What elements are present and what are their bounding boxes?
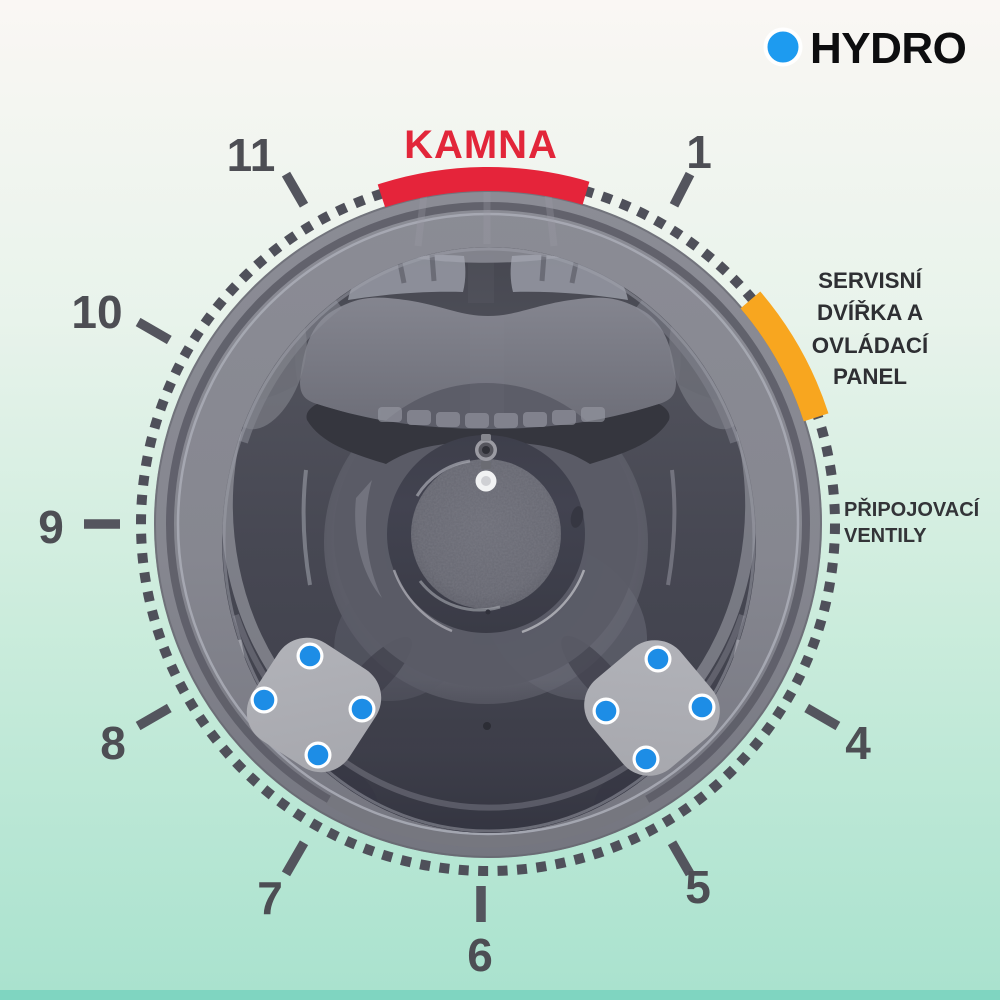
svg-text:9: 9 (38, 501, 64, 553)
svg-text:DVÍŘKA A: DVÍŘKA A (817, 300, 923, 325)
svg-text:10: 10 (71, 286, 122, 338)
svg-text:7: 7 (257, 872, 283, 924)
svg-text:OVLÁDACÍ: OVLÁDACÍ (812, 333, 929, 358)
svg-text:5: 5 (685, 861, 711, 913)
svg-text:VENTILY: VENTILY (844, 525, 927, 547)
svg-text:6: 6 (467, 929, 493, 981)
svg-text:PANEL: PANEL (833, 364, 907, 389)
svg-text:PŘIPOJOVACÍ: PŘIPOJOVACÍ (844, 497, 980, 521)
svg-text:KAMNA: KAMNA (404, 123, 558, 167)
svg-text:4: 4 (845, 717, 871, 769)
svg-text:11: 11 (227, 129, 276, 181)
svg-text:SERVISNÍ: SERVISNÍ (818, 268, 922, 293)
svg-text:1: 1 (686, 126, 712, 178)
svg-text:HYDRO: HYDRO (810, 24, 966, 73)
svg-text:8: 8 (100, 717, 126, 769)
